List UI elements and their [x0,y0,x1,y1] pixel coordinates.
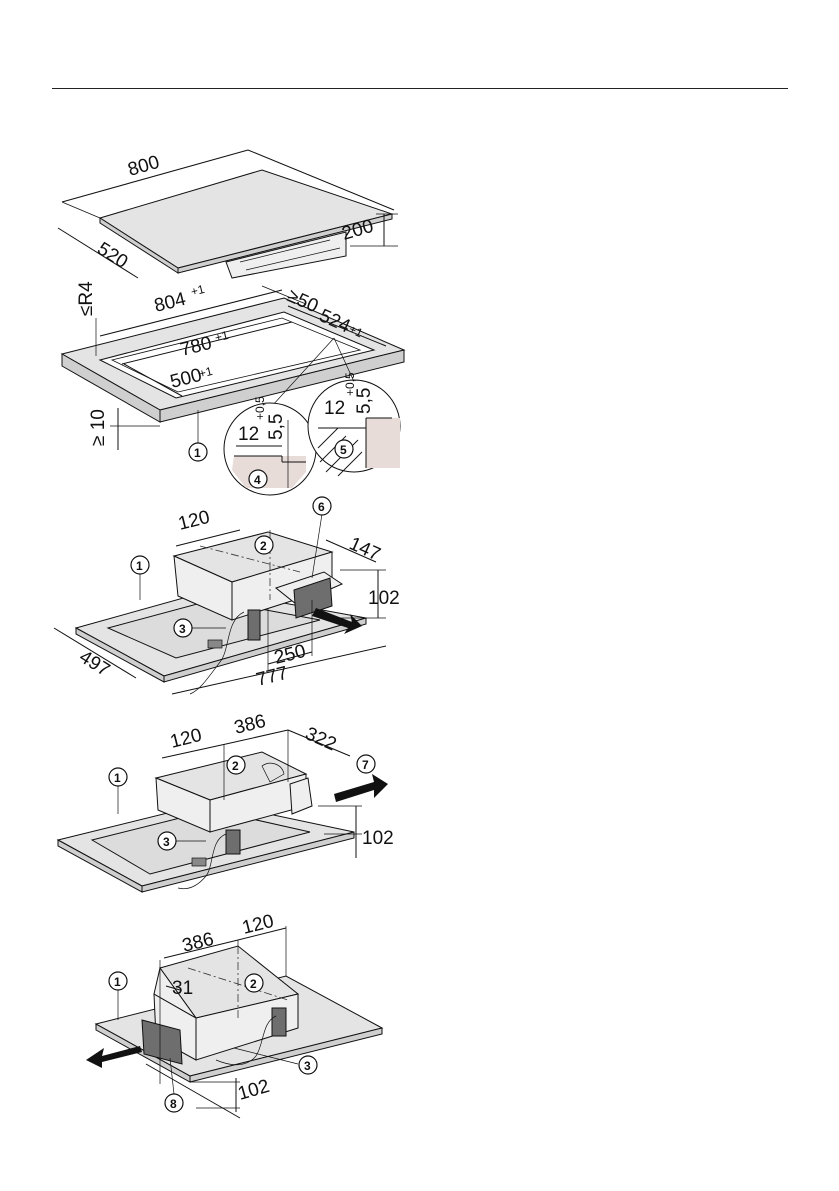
duct-4 [141,1019,183,1065]
detail-55-a: 5,5 [266,414,287,440]
callout-3: 3 [304,1059,311,1073]
callout-circle [164,1093,184,1113]
dim-804: 804 [152,289,188,317]
arrow-icon [312,608,362,634]
detail-05-b: +0,5 [343,372,357,396]
f2-dim-102: 102 [368,588,400,609]
callout-circle [157,831,177,851]
callout-1: 1 [114,771,121,785]
callout-circle [244,973,264,993]
callout-circle [188,442,208,462]
dim-500-tol: +1 [197,364,214,381]
f4-dim-120: 120 [240,911,276,939]
dim-780-tol: +1 [213,328,230,345]
callout-8: 8 [170,1097,177,1111]
f4-dim-31: 31 [172,978,193,999]
hob-glass-edge-front [177,213,393,274]
callout-circle [108,767,128,787]
f3-dim-386: 386 [232,711,268,739]
duct-2 [293,577,333,619]
detail-12-b: 12 [324,398,345,419]
f3-dim-120: 120 [168,725,204,753]
callout-3: 3 [179,622,186,636]
arrow-icon [86,1046,142,1068]
dim-804-tol: +1 [189,282,206,299]
callout-3: 3 [163,835,170,849]
detail-55-b: 5,5 [354,388,375,414]
dim-520: 520 [93,238,131,273]
detail-05-a: +0,5 [253,396,267,420]
callout-circle [108,971,128,991]
callout-circle [298,1055,318,1075]
callout-1: 1 [114,975,121,989]
callout-6: 6 [318,500,325,514]
dim-r4: ≤R4 [76,281,97,316]
callout-2: 2 [260,539,267,553]
f2-dim-120: 120 [176,507,212,535]
cutout-opening [98,311,376,399]
callout-circle [254,535,274,555]
callout-1: 1 [194,446,201,460]
dim-524-tol: +1 [347,322,365,340]
callout-circle [312,496,332,516]
callout-circle [334,439,354,459]
dim-800: 800 [126,152,162,181]
callout-5: 5 [340,443,347,457]
f3-dim-322: 322 [302,723,340,755]
callout-7: 7 [362,758,369,772]
worktop-edge-front [159,349,405,423]
callout-circle [356,754,376,774]
f3-dim-102: 102 [362,828,394,849]
callout-4: 4 [254,473,261,487]
f4-dim-102: 102 [236,1076,272,1105]
callout-circle [226,755,246,775]
figure-front-duct: 386 120 31 102 2 1 3 8 [86,911,384,1119]
figure-side-duct: 120 386 322 102 2 1 3 7 [56,711,394,893]
arrow-icon [334,774,388,802]
f2-dim-777: 777 [254,663,290,691]
header-rule [52,88,788,89]
callout-circle [130,555,150,575]
f2-dim-147: 147 [346,533,384,565]
callout-1: 1 [136,559,143,573]
dim-10: ≥ 10 [88,409,109,446]
callout-2: 2 [250,977,257,991]
f4-dim-386: 386 [180,929,216,957]
callout-2: 2 [232,759,239,773]
detail-12-a: 12 [238,424,259,445]
figure-cutout: 800 520 200 ≤R4 804 +1 ≥50 524 +1 780 +1 [57,149,406,496]
callout-circle [248,469,268,489]
figure-rear-duct: 120 147 102 497 250 777 6 2 1 3 [53,496,400,695]
callout-circle [173,618,193,638]
